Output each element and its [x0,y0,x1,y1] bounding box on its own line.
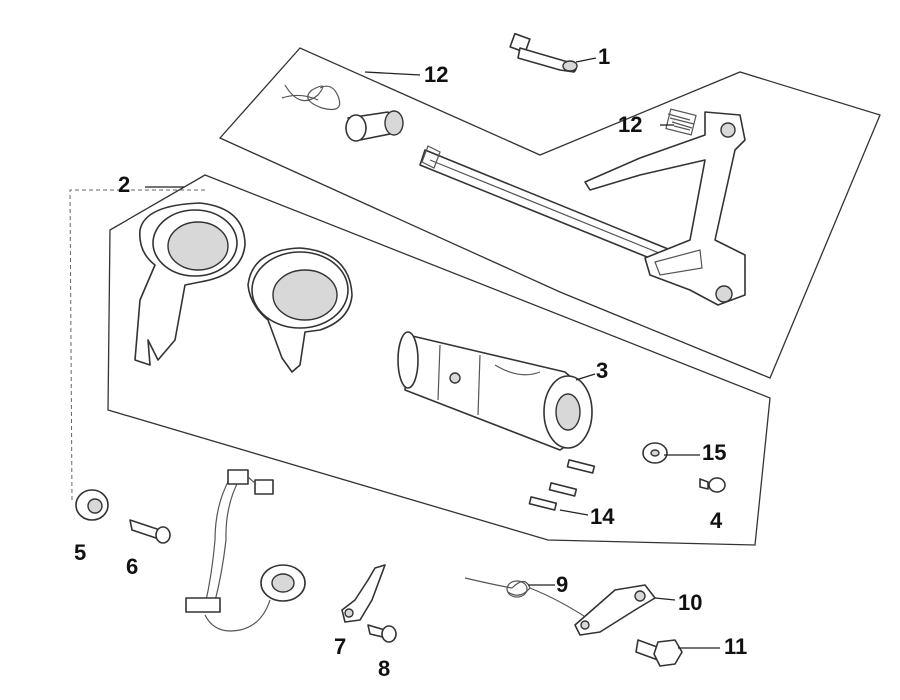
callout-9: 9 [556,572,569,597]
shaft-assembly-frame [218,47,881,379]
leader-3 [575,373,596,381]
spring-part-9 [464,577,591,621]
gear-position-sensor [185,469,306,632]
pin-part-1 [509,32,578,73]
leader-12a [364,71,421,76]
callout-5: 5 [74,540,87,565]
callout-12-right: 12 [618,112,643,137]
leader-1 [575,57,597,63]
callout-4: 4 [710,508,723,533]
spring-part-12 [281,84,341,111]
washer-part-15 [642,442,668,464]
callout-14: 14 [590,504,615,529]
callout-6: 6 [126,554,139,579]
callout-2: 2 [118,172,131,197]
callout-12-upper: 12 [424,62,449,87]
callout-10: 10 [678,590,703,615]
bolt-part-11 [635,639,683,667]
shift-fork-right-part-2 [247,247,353,373]
bolt-part-6 [129,519,171,544]
collar-part-12 [345,110,404,142]
callout-15: 15 [702,440,727,465]
small-spring-part-12 [665,108,697,136]
shift-arm-lever [584,111,746,306]
callout-7: 7 [334,634,347,659]
plate-part-10 [574,584,656,636]
callout-11: 11 [724,634,748,659]
shift-fork-left-part-2 [134,202,246,366]
stopper-part-7 [341,564,386,623]
shift-drum-part-3 [397,331,593,451]
bolt-part-8 [367,624,397,643]
leader-14 [559,509,589,516]
leader-10 [654,597,676,601]
callout-3: 3 [596,358,609,383]
bearing-part-5 [75,489,109,521]
fork-drum-assembly-frame [107,174,771,546]
assembly-reference-line [69,189,205,501]
pins-part-14 [528,459,596,511]
screw-part-4 [699,477,726,493]
callout-8: 8 [378,656,391,681]
callout-1: 1 [598,44,611,69]
